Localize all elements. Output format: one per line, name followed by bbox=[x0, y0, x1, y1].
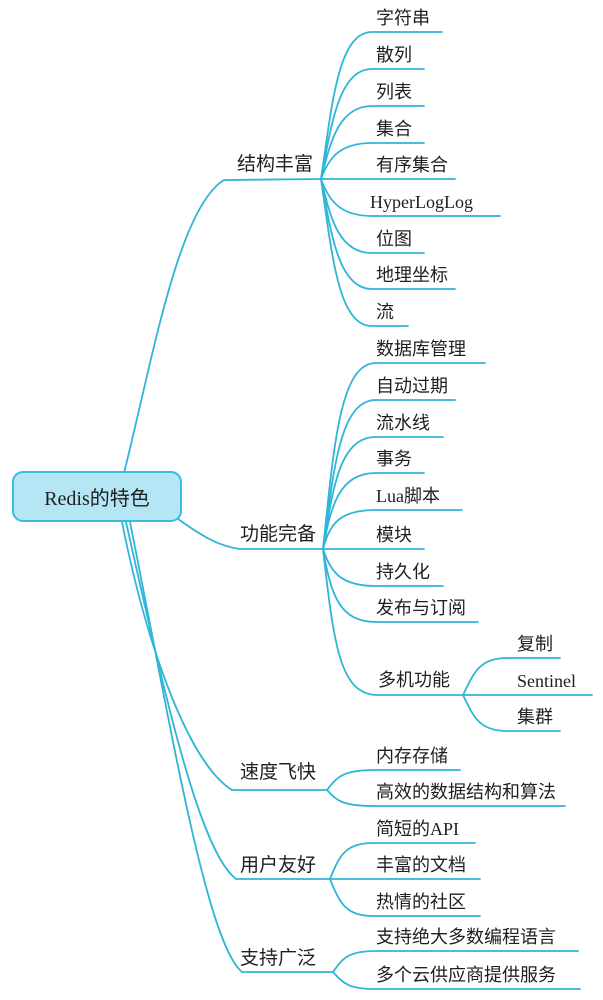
connector-transaction bbox=[322, 472, 425, 550]
leaf-auto-expire[interactable]: 自动过期 bbox=[376, 376, 448, 396]
connector-short-api bbox=[329, 842, 476, 880]
leaf-sentinel[interactable]: Sentinel bbox=[517, 671, 576, 691]
connector-set bbox=[320, 142, 425, 180]
connector-pipeline bbox=[322, 436, 444, 550]
leaf-cloud-providers[interactable]: 多个云供应商提供服务 bbox=[376, 965, 556, 985]
root-node-redis-features[interactable]: Redis的特色 bbox=[12, 471, 182, 522]
connector-hyperloglog bbox=[320, 178, 501, 217]
connector-replication bbox=[462, 657, 561, 696]
branch-user-friendly[interactable]: 用户友好 bbox=[240, 855, 317, 876]
connector-multi-machine bbox=[322, 548, 464, 696]
leaf-replication[interactable]: 复制 bbox=[517, 634, 553, 654]
leaf-string[interactable]: 字符串 bbox=[376, 8, 430, 28]
leaf-stream[interactable]: 流 bbox=[376, 302, 394, 322]
leaf-hyperloglog[interactable]: HyperLogLog bbox=[370, 192, 473, 212]
leaf-efficient-structures[interactable]: 高效的数据结构和算法 bbox=[376, 782, 556, 802]
connector-in-memory-storage bbox=[326, 769, 461, 791]
leaf-warm-community[interactable]: 热情的社区 bbox=[376, 892, 466, 912]
connector-root-user-friendly bbox=[125, 521, 331, 880]
connector-auto-expire bbox=[322, 399, 456, 550]
leaf-lua-script[interactable]: Lua脚本 bbox=[376, 486, 440, 506]
leaf-sorted-set[interactable]: 有序集合 bbox=[376, 155, 448, 175]
leaf-transaction[interactable]: 事务 bbox=[376, 449, 412, 469]
leaf-set[interactable]: 集合 bbox=[376, 119, 412, 139]
connector-list bbox=[320, 105, 425, 180]
leaf-bitmap[interactable]: 位图 bbox=[376, 229, 412, 249]
leaf-list[interactable]: 列表 bbox=[376, 82, 412, 102]
leaf-persistence[interactable]: 持久化 bbox=[376, 562, 430, 582]
connector-lua-script bbox=[322, 509, 463, 550]
leaf-many-languages[interactable]: 支持绝大多数编程语言 bbox=[376, 927, 556, 947]
connector-database-management bbox=[322, 362, 486, 550]
leaf-short-api[interactable]: 简短的API bbox=[376, 819, 460, 839]
branch-wide-support[interactable]: 支持广泛 bbox=[240, 948, 317, 969]
branch-fast-speed[interactable]: 速度飞快 bbox=[240, 762, 317, 783]
leaf-module[interactable]: 模块 bbox=[376, 525, 412, 545]
leaf-in-memory-storage[interactable]: 内存存储 bbox=[376, 746, 448, 766]
connector-persistence bbox=[322, 548, 444, 587]
branch-rich-structures[interactable]: 结构丰富 bbox=[237, 154, 314, 175]
connector-many-languages bbox=[332, 950, 579, 973]
connector-stream bbox=[320, 178, 409, 327]
leaf-rich-docs[interactable]: 丰富的文档 bbox=[376, 855, 466, 875]
connector-string bbox=[320, 31, 443, 180]
leaf-database-management[interactable]: 数据库管理 bbox=[376, 339, 466, 359]
leaf-multi-machine[interactable]: 多机功能 bbox=[378, 670, 450, 690]
connector-cluster bbox=[462, 694, 561, 732]
connector-root-fast-speed bbox=[121, 521, 328, 791]
connector-hash bbox=[320, 68, 425, 180]
connector-root-rich-structures bbox=[123, 178, 322, 474]
connector-pub-sub bbox=[322, 548, 479, 623]
root-node-label: Redis的特色 bbox=[44, 488, 150, 510]
connector-root-complete-features bbox=[177, 518, 324, 550]
leaf-pub-sub[interactable]: 发布与订阅 bbox=[376, 598, 466, 618]
branch-complete-features[interactable]: 功能完备 bbox=[240, 524, 317, 545]
leaf-cluster[interactable]: 集群 bbox=[517, 707, 553, 727]
leaf-hash[interactable]: 散列 bbox=[376, 45, 412, 65]
connector-cloud-providers bbox=[332, 971, 581, 990]
connector-warm-community bbox=[329, 878, 481, 917]
leaf-pipeline[interactable]: 流水线 bbox=[376, 413, 430, 433]
leaf-geo[interactable]: 地理坐标 bbox=[376, 265, 448, 285]
connector-efficient-structures bbox=[326, 789, 566, 807]
connector-root-wide-support bbox=[129, 521, 334, 973]
